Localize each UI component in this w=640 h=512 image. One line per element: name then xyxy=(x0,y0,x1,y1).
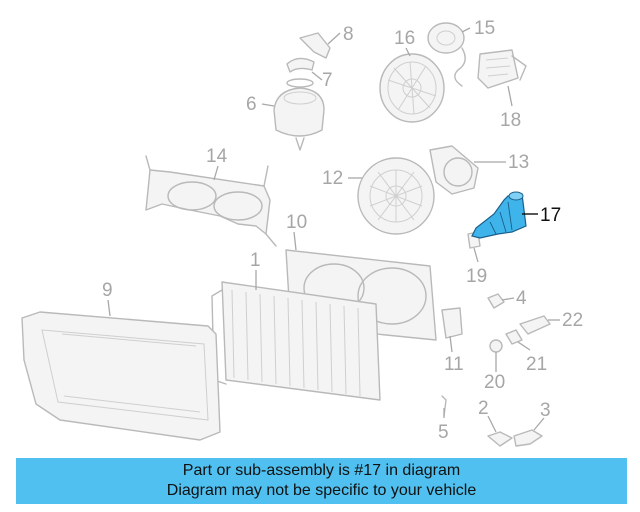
part-20-plug xyxy=(489,339,503,353)
callout-2: 2 xyxy=(478,398,489,419)
part-12-fan-clutch xyxy=(357,157,435,235)
part-9-front-panel xyxy=(21,311,221,441)
part-13-pulley xyxy=(429,145,479,195)
callout-4: 4 xyxy=(516,288,527,309)
callout-5: 5 xyxy=(438,422,449,443)
banner-line-disclaimer: Diagram may not be specific to your vehi… xyxy=(166,482,477,499)
part-18-resistor xyxy=(477,49,527,89)
part-4-sensor xyxy=(487,293,505,309)
callout-19: 19 xyxy=(466,266,487,287)
callout-10: 10 xyxy=(286,212,307,233)
callout-9: 9 xyxy=(102,280,113,301)
part-info-banner: Part or sub-assembly is #17 in diagram D… xyxy=(16,458,627,504)
part-16-fan xyxy=(379,53,445,123)
callout-21: 21 xyxy=(526,354,547,375)
callout-22: 22 xyxy=(562,310,583,331)
callout-12: 12 xyxy=(322,168,343,189)
part-2-clamp xyxy=(487,431,513,447)
part-22-connector xyxy=(519,315,551,335)
part-3-clamp xyxy=(513,429,543,447)
callout-11: 11 xyxy=(444,354,464,375)
part-6-expansion-tank xyxy=(273,87,325,151)
callout-lines xyxy=(107,27,560,433)
part-21-switch xyxy=(505,329,523,345)
parts-diagram: 8 7 6 16 15 18 14 12 13 10 1 9 11 4 22 2… xyxy=(21,18,583,447)
callout-6: 6 xyxy=(246,94,257,115)
callout-13: 13 xyxy=(508,152,529,173)
banner-line-part: Part or sub-assembly is #17 in diagram xyxy=(182,462,461,479)
callout-numbers: 8 7 6 16 15 18 14 12 13 10 1 9 11 4 22 2… xyxy=(102,18,583,443)
part-14-shroud-frame xyxy=(145,155,277,247)
callout-14: 14 xyxy=(206,146,228,167)
callout-3: 3 xyxy=(540,400,551,421)
part-5-bolt xyxy=(441,395,447,417)
part-11-bracket xyxy=(441,307,463,339)
callout-1: 1 xyxy=(250,250,261,271)
part-7-cap xyxy=(286,57,315,88)
callout-16: 16 xyxy=(394,28,415,49)
callout-15: 15 xyxy=(474,18,495,39)
callout-18: 18 xyxy=(500,110,521,131)
callout-20: 20 xyxy=(484,372,505,393)
part-8-bracket xyxy=(299,32,331,59)
callout-8: 8 xyxy=(343,24,354,45)
callout-7: 7 xyxy=(322,70,333,91)
part-15-fan-motor xyxy=(427,22,466,87)
part-17-hose-highlighted xyxy=(471,191,527,239)
callout-17-highlighted: 17 xyxy=(540,205,561,226)
